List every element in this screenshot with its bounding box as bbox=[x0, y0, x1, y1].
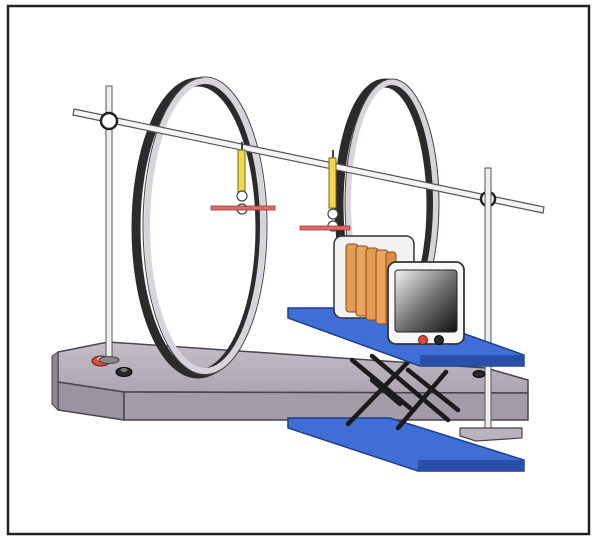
pendulum-icon bbox=[299, 150, 351, 232]
frame-border bbox=[6, 4, 591, 536]
pendulum-icon bbox=[210, 142, 276, 215]
base-left-side bbox=[51, 351, 59, 412]
ring-icon bbox=[131, 76, 268, 379]
terminal-knob-icon bbox=[472, 370, 486, 378]
stand-rod-icon bbox=[98, 85, 120, 364]
stand-rod-icon bbox=[459, 167, 523, 442]
cross-bar bbox=[72, 108, 545, 214]
base-front-long bbox=[123, 391, 529, 421]
coil-icon bbox=[333, 235, 465, 345]
